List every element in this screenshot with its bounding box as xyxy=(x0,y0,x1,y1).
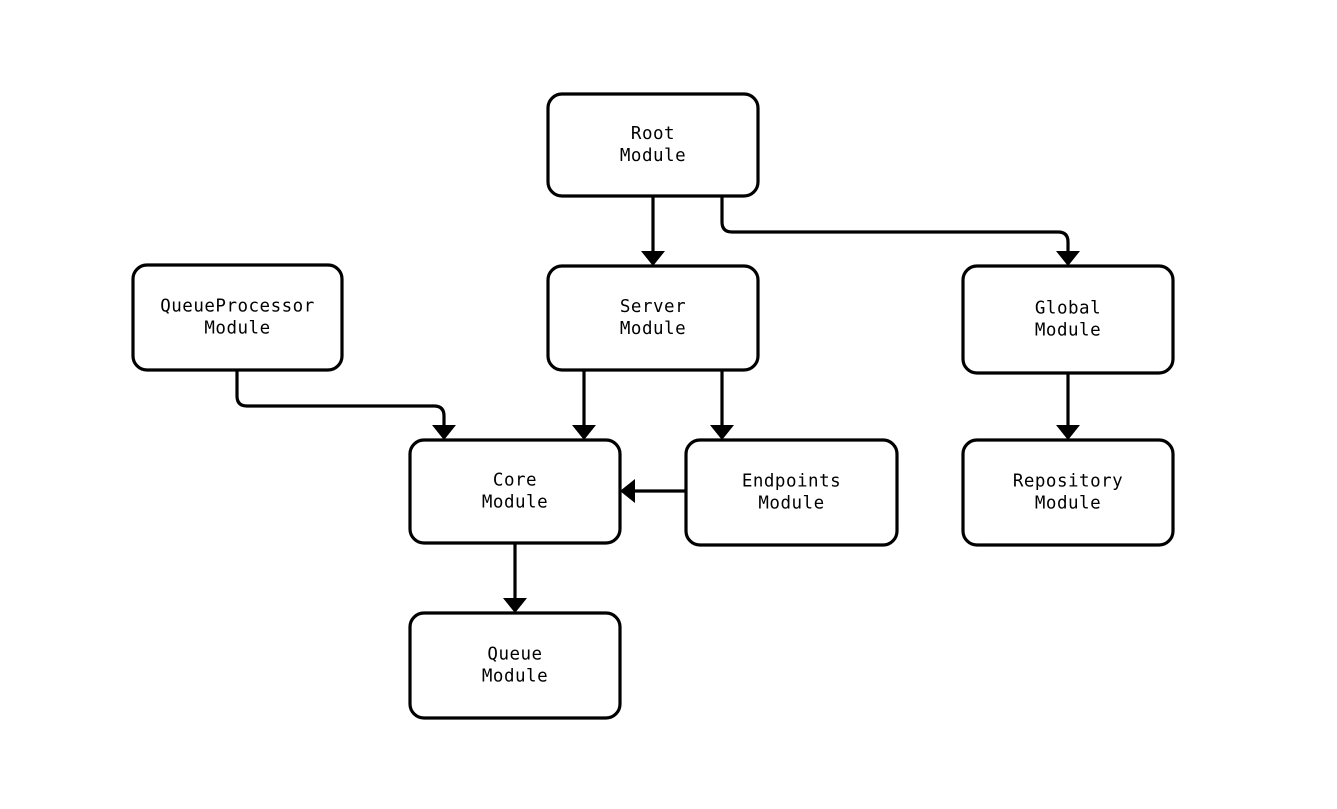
node-box[interactable] xyxy=(408,438,622,545)
node-label-suffix: Module xyxy=(620,319,686,339)
node-label-suffix: Module xyxy=(204,319,270,339)
node-label-suffix: Module xyxy=(482,667,548,687)
arrowhead-icon xyxy=(641,251,665,266)
node-label-suffix: Module xyxy=(1035,494,1101,514)
edge-root-to-global xyxy=(720,196,1080,266)
node-box[interactable] xyxy=(961,438,1175,547)
node-label-name: Root xyxy=(631,124,675,144)
node-label-suffix: Module xyxy=(758,494,824,514)
node-box[interactable] xyxy=(684,438,899,547)
node-label-name: Repository xyxy=(1013,472,1123,492)
edge-line xyxy=(720,196,1070,252)
node-label-suffix: Module xyxy=(482,493,548,513)
arrowhead-icon xyxy=(1056,251,1080,266)
node-box[interactable] xyxy=(131,263,344,372)
edge-global-to-repository xyxy=(1056,373,1080,440)
node-box[interactable] xyxy=(408,611,622,720)
node-label-name: Queue xyxy=(487,645,542,665)
arrowhead-icon xyxy=(620,479,635,503)
edge-server-to-core xyxy=(572,370,596,440)
edge-line xyxy=(235,370,446,426)
arrowhead-icon xyxy=(1056,425,1080,440)
arrowhead-icon xyxy=(503,598,527,613)
node-label-suffix: Module xyxy=(1035,321,1101,341)
node-label-name: Endpoints xyxy=(742,472,841,492)
arrowhead-icon xyxy=(710,425,734,440)
nodes-layer: RootModuleQueueProcessorModuleServerModu… xyxy=(131,92,1175,720)
edge-core-to-queue xyxy=(503,543,527,613)
edge-server-to-endpoints xyxy=(710,370,734,440)
edge-queueprocessor-to-core xyxy=(235,370,456,440)
node-label-name: Global xyxy=(1035,299,1101,319)
node-box[interactable] xyxy=(546,264,760,372)
arrowhead-icon xyxy=(572,425,596,440)
edges-layer xyxy=(235,196,1080,613)
node-box[interactable] xyxy=(546,92,760,198)
node-label-name: Server xyxy=(620,297,686,317)
node-label-suffix: Module xyxy=(620,146,686,166)
edge-endpoints-to-core xyxy=(620,479,686,503)
node-label-name: QueueProcessor xyxy=(160,297,315,317)
node-box[interactable] xyxy=(961,264,1175,375)
arrowhead-icon xyxy=(432,425,456,440)
node-label-name: Core xyxy=(493,471,537,491)
edge-root-to-server xyxy=(641,196,665,266)
